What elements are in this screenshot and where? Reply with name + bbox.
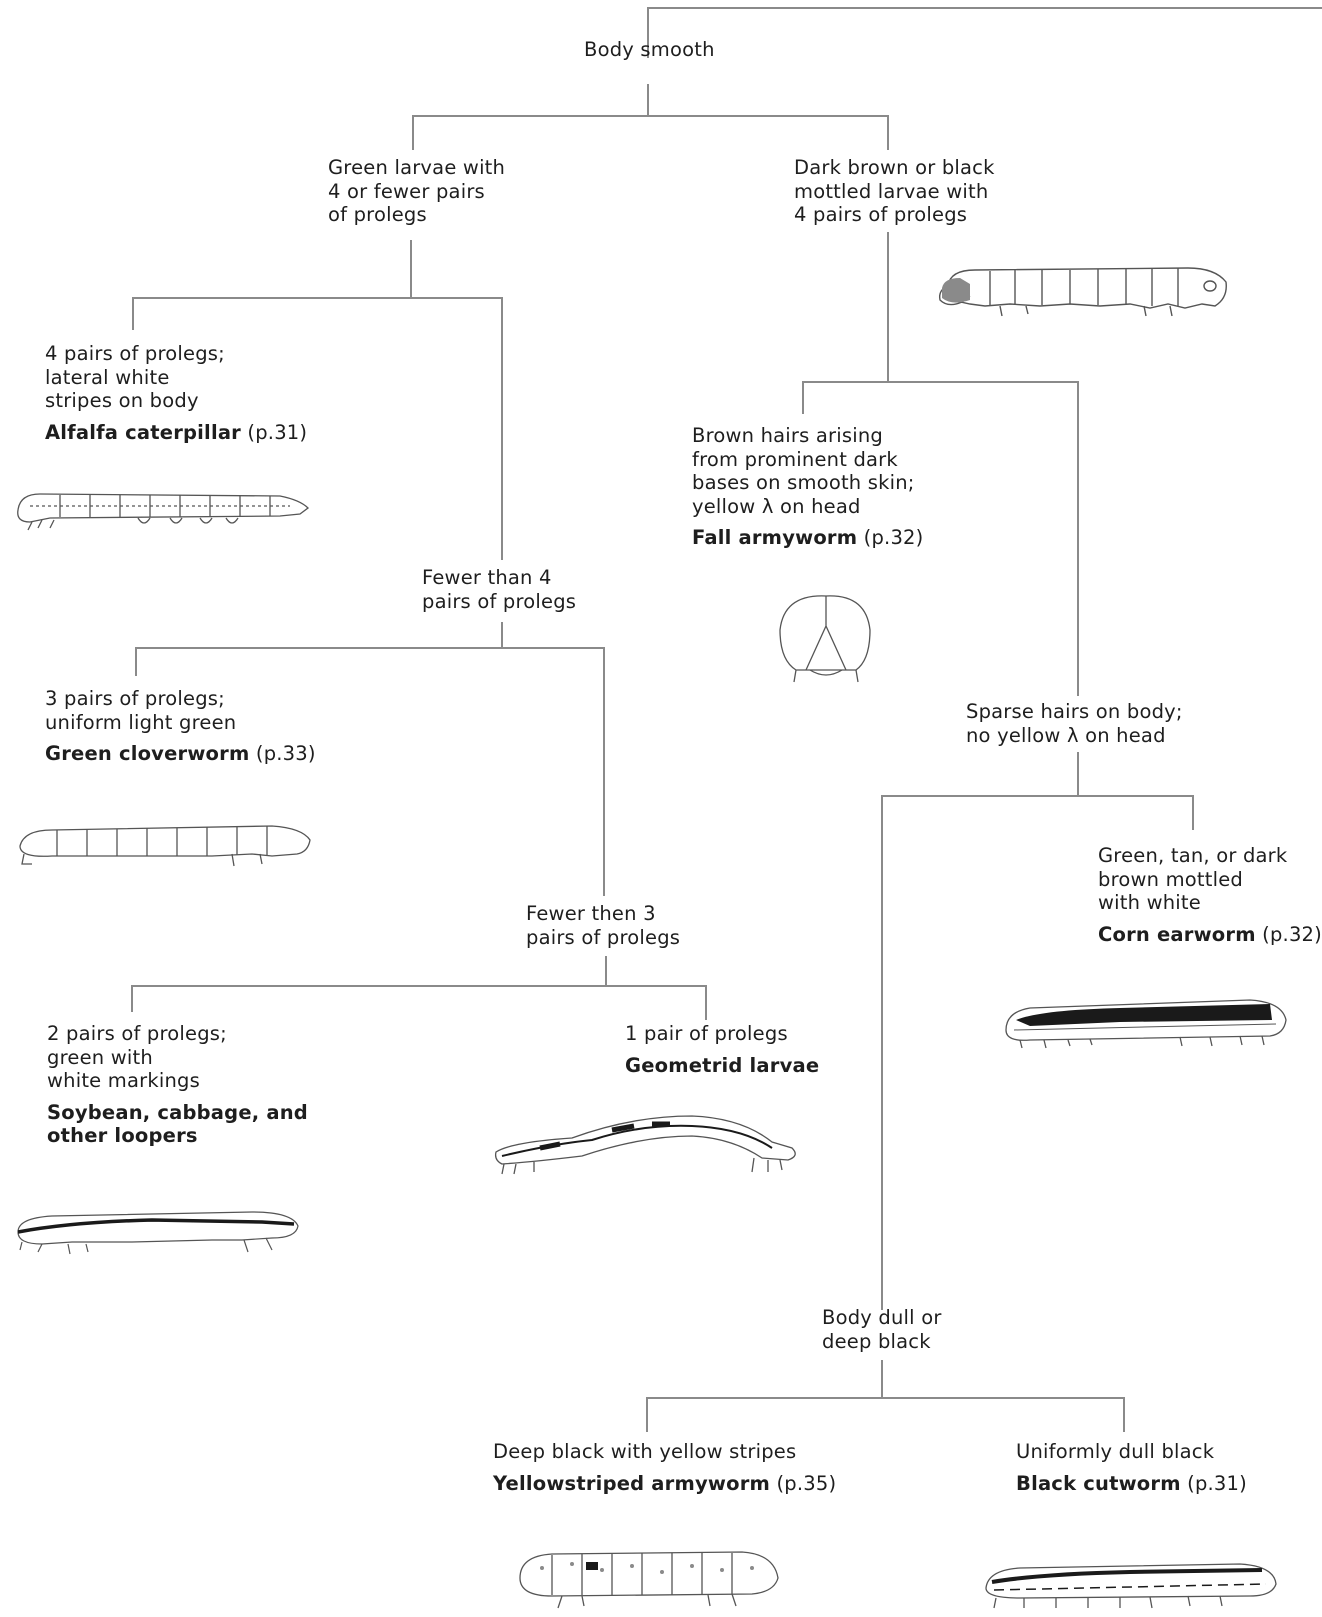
node-loopers: 2 pairs of prolegs; green with white mar… bbox=[47, 1022, 308, 1148]
node-text: bases on smooth skin; bbox=[692, 471, 915, 494]
node-body-dull: Body dull or deep black bbox=[822, 1306, 942, 1353]
node-text: lateral white bbox=[45, 365, 170, 389]
larva-dark-mottled-icon bbox=[938, 267, 1227, 317]
larva-fall-armyworm-head-icon bbox=[779, 595, 871, 683]
species-name: Soybean, cabbage, and bbox=[47, 1100, 308, 1124]
node-text: Deep black with yellow stripes bbox=[493, 1440, 797, 1463]
node-text: no yellow λ on head bbox=[966, 723, 1166, 747]
larva-looper-icon bbox=[17, 1211, 299, 1255]
node-green-larvae: Green larvae with 4 or fewer pairs of pr… bbox=[328, 156, 505, 227]
page-ref: (p.32) bbox=[863, 526, 924, 549]
node-text: stripes on body bbox=[45, 389, 199, 412]
node-text: 4 or fewer pairs bbox=[328, 179, 485, 203]
node-sparse-hairs: Sparse hairs on body; no yellow λ on hea… bbox=[966, 700, 1183, 747]
node-text: uniform light green bbox=[45, 710, 237, 734]
node-yellowstriped-armyworm: Deep black with yellow stripes Yellowstr… bbox=[493, 1440, 836, 1495]
species-label: Black cutworm (p.31) bbox=[1016, 1472, 1247, 1496]
larva-geometrid-icon bbox=[494, 1115, 796, 1175]
node-text: Body smooth bbox=[584, 38, 715, 61]
node-text: 1 pair of prolegs bbox=[625, 1022, 788, 1045]
page-ref: (p.35) bbox=[776, 1471, 837, 1495]
species-name-line2: other loopers bbox=[47, 1124, 198, 1147]
node-fewer-than-4: Fewer than 4 pairs of prolegs bbox=[422, 566, 576, 613]
larva-yellowstriped-armyworm-icon bbox=[519, 1551, 779, 1609]
node-text: Sparse hairs on body; bbox=[966, 700, 1183, 723]
node-text: brown mottled bbox=[1098, 867, 1244, 891]
node-text: from prominent dark bbox=[692, 447, 898, 471]
node-text: 4 pairs of prolegs bbox=[794, 203, 968, 226]
node-corn-earworm: Green, tan, or dark brown mottled with w… bbox=[1098, 844, 1322, 946]
node-text: 2 pairs of prolegs; bbox=[47, 1022, 227, 1045]
node-text: mottled larvae with bbox=[794, 179, 989, 203]
larva-black-cutworm-icon bbox=[985, 1563, 1277, 1609]
node-fall-armyworm: Brown hairs arising from prominent dark … bbox=[692, 424, 923, 550]
page-ref: (p.31) bbox=[1187, 1471, 1247, 1495]
larva-alfalfa-caterpillar-icon bbox=[17, 493, 309, 531]
page-ref: (p.33) bbox=[255, 742, 316, 765]
larva-corn-earworm-icon bbox=[1005, 999, 1287, 1049]
node-text: Uniformly dull black bbox=[1016, 1440, 1215, 1463]
node-alfalfa-caterpillar: 4 pairs of prolegs; lateral white stripe… bbox=[45, 342, 307, 444]
page-ref: (p.31) bbox=[247, 420, 308, 444]
node-body-smooth: Body smooth bbox=[584, 38, 715, 62]
species-label: Fall armyworm (p.32) bbox=[692, 526, 923, 550]
node-text: Fewer then 3 bbox=[526, 902, 656, 925]
node-text: green with bbox=[47, 1045, 153, 1069]
node-text: 4 pairs of prolegs; bbox=[45, 342, 225, 365]
species-label: Geometrid larvae bbox=[625, 1054, 819, 1078]
page-ref: (p.32) bbox=[1262, 922, 1322, 946]
species-name: Corn earworm bbox=[1098, 922, 1256, 946]
node-text: Brown hairs arising bbox=[692, 424, 884, 447]
node-text: deep black bbox=[822, 1329, 931, 1353]
node-text: pairs of prolegs bbox=[422, 589, 577, 613]
node-text: Body dull or bbox=[822, 1306, 942, 1329]
larva-green-cloverworm-icon bbox=[19, 825, 311, 867]
node-text: pairs of prolegs bbox=[526, 925, 681, 949]
node-text: Dark brown or black bbox=[794, 156, 995, 179]
node-fewer-than-3: Fewer then 3 pairs of prolegs bbox=[526, 902, 680, 949]
species-name: Fall armyworm bbox=[692, 526, 858, 549]
species-name: Green cloverworm bbox=[45, 742, 250, 765]
species-name: Yellowstriped armyworm bbox=[493, 1471, 771, 1495]
node-text: 3 pairs of prolegs; bbox=[45, 687, 225, 710]
node-text: of prolegs bbox=[328, 203, 427, 226]
species-name: Alfalfa caterpillar bbox=[45, 420, 242, 444]
species-name: Geometrid larvae bbox=[625, 1053, 820, 1077]
node-geometrid-larvae: 1 pair of prolegs Geometrid larvae bbox=[625, 1022, 819, 1077]
node-text: yellow λ on head bbox=[692, 494, 861, 518]
node-text: Green, tan, or dark bbox=[1098, 844, 1288, 867]
node-text: Green larvae with bbox=[328, 156, 506, 179]
node-text: with white bbox=[1098, 891, 1201, 914]
species-label: Alfalfa caterpillar (p.31) bbox=[45, 421, 307, 445]
species-label: Yellowstriped armyworm (p.35) bbox=[493, 1472, 836, 1496]
species-label: Corn earworm (p.32) bbox=[1098, 923, 1322, 947]
species-name: Black cutworm bbox=[1016, 1471, 1181, 1495]
species-label: Green cloverworm (p.33) bbox=[45, 742, 316, 766]
node-green-cloverworm: 3 pairs of prolegs; uniform light green … bbox=[45, 687, 316, 766]
node-text: white markings bbox=[47, 1069, 200, 1092]
node-text: Fewer than 4 bbox=[422, 566, 552, 589]
node-black-cutworm: Uniformly dull black Black cutworm (p.31… bbox=[1016, 1440, 1247, 1495]
node-dark-larvae: Dark brown or black mottled larvae with … bbox=[794, 156, 995, 227]
